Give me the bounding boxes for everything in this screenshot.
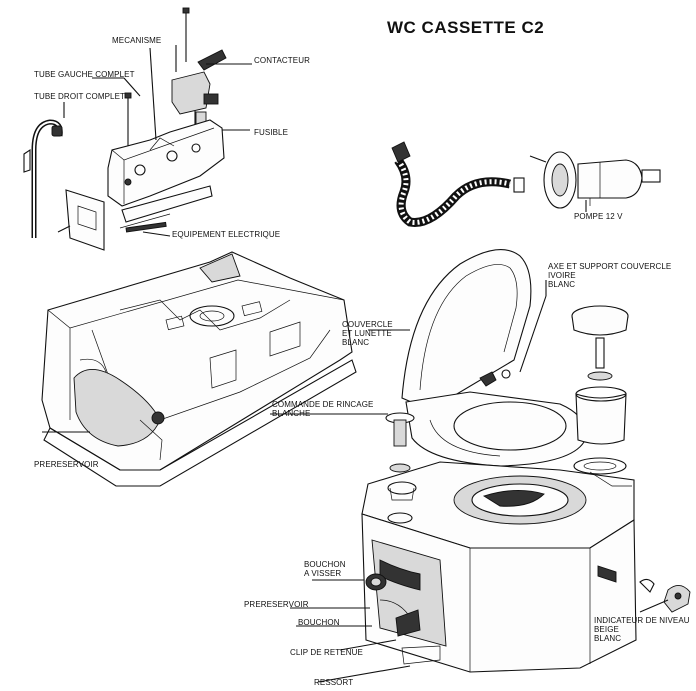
toilet-unit <box>361 249 691 673</box>
label-couvercle-line3: BLANC <box>342 338 370 347</box>
label-indicateur-niveau: INDICATEUR DE NIVEAU BEIGE BLANC <box>594 616 690 643</box>
label-ressort: RESSORT <box>314 678 354 687</box>
label-bouchon-visser-line1: BOUCHON <box>304 560 346 569</box>
label-indicateur-line2: BEIGE <box>594 625 619 634</box>
label-commande-line2: BLANCHE <box>272 409 311 418</box>
label-axe-line3: BLANC <box>548 280 576 289</box>
pump-assembly <box>391 141 661 227</box>
label-indicateur-line3: BLANC <box>594 634 622 643</box>
label-pompe: POMPE 12 V <box>574 212 623 221</box>
label-commande-line1: COMMANDE DE RINCAGE <box>272 400 374 409</box>
label-axe-support: AXE ET SUPPORT COUVERCLE IVOIRE BLANC <box>548 262 671 289</box>
label-couvercle-line2: ET LUNETTE <box>342 329 392 338</box>
label-contacteur: CONTACTEUR <box>254 56 310 65</box>
mechanism-assembly <box>23 7 250 251</box>
label-tube-gauche: TUBE GAUCHE COMPLET <box>34 70 135 79</box>
diagram-title: WC CASSETTE C2 <box>387 18 545 37</box>
label-indicateur-line1: INDICATEUR DE NIVEAU <box>594 616 690 625</box>
label-mecanisme: MECANISME <box>112 36 162 45</box>
label-prereservoir-left: PRERESERVOIR <box>34 460 99 469</box>
label-prereservoir-bottom: PRERESERVOIR <box>244 600 309 609</box>
leader-lines <box>42 47 669 683</box>
label-axe-line1: AXE ET SUPPORT COUVERCLE <box>548 262 672 271</box>
label-fusible: FUSIBLE <box>254 128 289 137</box>
label-commande-rincage: COMMANDE DE RINCAGE BLANCHE <box>272 400 373 418</box>
label-bouchon-visser-line2: A VISSER <box>304 569 342 578</box>
label-tube-droit: TUBE DROIT COMPLET <box>34 92 125 101</box>
label-axe-line2: IVOIRE <box>548 271 576 280</box>
label-clip-retenue: CLIP DE RETENUE <box>290 648 363 657</box>
label-bouchon: BOUCHON <box>298 618 340 627</box>
label-equipement-electrique: EQUIPEMENT ELECTRIQUE <box>172 230 281 239</box>
label-couvercle-line1: COUVERCLE <box>342 320 393 329</box>
label-bouchon-a-visser: BOUCHON A VISSER <box>304 560 346 578</box>
label-couvercle: COUVERCLE ET LUNETTE BLANC <box>342 320 393 347</box>
flush-tank-unit <box>41 251 357 487</box>
